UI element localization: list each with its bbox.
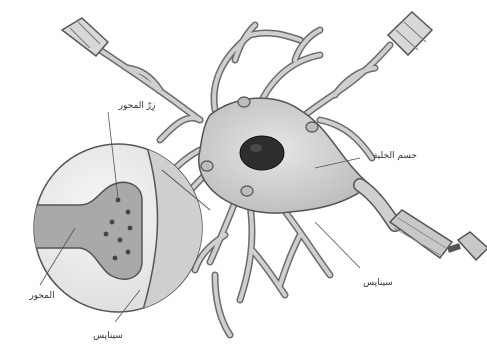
label-axon: المحور bbox=[28, 291, 54, 301]
myelin-segment-1 bbox=[390, 210, 452, 258]
myelin-segment-2 bbox=[458, 232, 487, 260]
incoming-axon-top-right bbox=[388, 12, 432, 55]
label-cell-body: جسم الخلية bbox=[373, 151, 417, 161]
synapse-inset bbox=[30, 140, 210, 320]
incoming-axon-top-left bbox=[62, 18, 108, 56]
label-synapse-main: سيناپس bbox=[363, 278, 393, 288]
label-terminal-button: زِرّ المحور bbox=[118, 101, 156, 112]
nucleus bbox=[240, 136, 284, 170]
axon bbox=[360, 185, 487, 260]
label-synapse-inset: سيناپس bbox=[93, 331, 123, 341]
cell-body bbox=[199, 98, 370, 213]
